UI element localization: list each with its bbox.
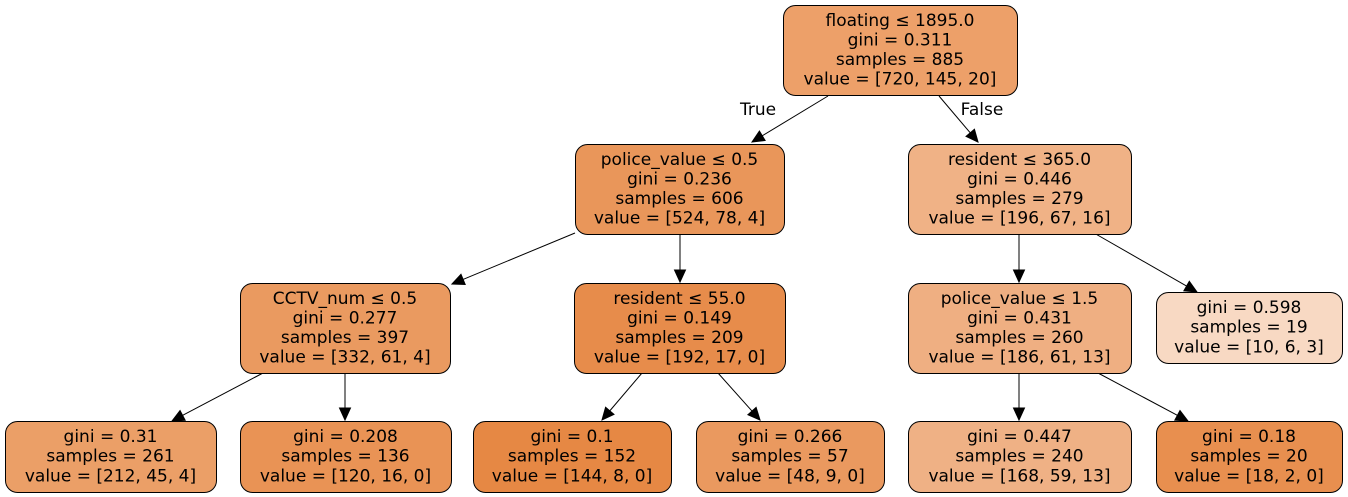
arrowhead xyxy=(450,273,466,286)
node-line: samples = 397 xyxy=(281,328,409,348)
node-line: samples = 152 xyxy=(508,447,636,467)
node-line: value = [18, 2, 0] xyxy=(1174,466,1324,486)
edge-label-true: True xyxy=(739,100,776,120)
tree-edge xyxy=(717,372,754,413)
node-line: samples = 240 xyxy=(955,447,1083,467)
arrowhead xyxy=(1174,409,1190,422)
tree-edge xyxy=(1097,372,1179,417)
node-box xyxy=(473,421,672,493)
arrowhead xyxy=(1012,407,1026,422)
node-line: gini = 0.598 xyxy=(1197,298,1302,318)
arrowhead xyxy=(601,406,615,421)
node-box xyxy=(908,144,1132,235)
node-line: value = [332, 61, 4] xyxy=(259,348,430,368)
node-line: value = [212, 45, 4] xyxy=(25,466,196,486)
node-box xyxy=(574,283,786,374)
node-box xyxy=(783,5,1018,96)
tree-edge xyxy=(181,372,264,417)
node-line: samples = 209 xyxy=(615,328,743,348)
node-line: gini = 0.18 xyxy=(1202,427,1296,447)
node-box xyxy=(240,283,451,374)
node-line: value = [720, 145, 20] xyxy=(804,70,997,90)
arrowhead xyxy=(746,406,761,421)
node-box xyxy=(1156,292,1343,364)
node-line: samples = 885 xyxy=(836,50,964,70)
node-line: samples = 606 xyxy=(615,189,743,209)
node-line: samples = 261 xyxy=(46,447,174,467)
node-line: value = [144, 8, 0] xyxy=(492,466,652,486)
node-box xyxy=(1156,421,1343,493)
node-line: value = [192, 17, 0] xyxy=(594,348,765,368)
node-line: samples = 20 xyxy=(1190,447,1307,467)
tree-edge xyxy=(761,95,829,137)
node-line: resident ≤ 55.0 xyxy=(613,289,745,309)
node-line: gini = 0.236 xyxy=(627,169,732,189)
node-line: gini = 0.208 xyxy=(293,427,398,447)
arrowhead xyxy=(170,409,186,422)
node-box xyxy=(575,144,785,235)
edges-layer: True False xyxy=(170,95,1199,422)
arrowhead xyxy=(1183,280,1199,293)
tree-edge xyxy=(1093,232,1188,287)
node-line: police_value ≤ 1.5 xyxy=(941,289,1098,309)
node-line: gini = 0.446 xyxy=(967,169,1072,189)
node-line: samples = 19 xyxy=(1190,318,1307,338)
edge-label-false: False xyxy=(961,100,1004,120)
node-line: gini = 0.431 xyxy=(967,308,1072,328)
node-line: value = [48, 9, 0] xyxy=(715,466,865,486)
node-box xyxy=(5,421,217,493)
node-line: gini = 0.311 xyxy=(848,30,953,50)
node-line: police_value ≤ 0.5 xyxy=(601,150,758,170)
arrowhead xyxy=(673,269,687,284)
node-line: gini = 0.31 xyxy=(64,427,158,447)
node-box xyxy=(908,421,1132,493)
node-line: gini = 0.277 xyxy=(293,308,398,328)
node-line: samples = 136 xyxy=(281,447,409,467)
node-line: value = [10, 6, 3] xyxy=(1174,337,1324,357)
node-box xyxy=(908,283,1132,374)
node-line: gini = 0.1 xyxy=(530,427,613,447)
node-line: value = [196, 67, 16] xyxy=(928,209,1110,229)
node-line: gini = 0.266 xyxy=(738,427,843,447)
arrowhead xyxy=(1012,269,1026,284)
tree-edge xyxy=(608,372,643,412)
node-line: value = [120, 16, 0] xyxy=(260,466,431,486)
node-line: gini = 0.149 xyxy=(627,308,732,328)
node-line: floating ≤ 1895.0 xyxy=(825,11,974,31)
node-line: value = [168, 59, 13] xyxy=(928,466,1110,486)
node-box xyxy=(696,421,885,493)
node-line: resident ≤ 365.0 xyxy=(948,150,1091,170)
tree-edge xyxy=(938,95,972,134)
node-line: value = [186, 61, 13] xyxy=(928,348,1110,368)
tree-edge xyxy=(461,232,576,281)
node-box xyxy=(240,421,452,493)
node-line: CCTV_num ≤ 0.5 xyxy=(273,289,417,309)
node-line: value = [524, 78, 4] xyxy=(594,209,765,229)
arrowhead xyxy=(965,128,979,143)
arrowhead xyxy=(750,130,766,143)
node-line: samples = 260 xyxy=(955,328,1083,348)
node-line: gini = 0.447 xyxy=(967,427,1072,447)
arrowhead xyxy=(338,407,352,422)
node-line: samples = 57 xyxy=(731,447,848,467)
node-line: samples = 279 xyxy=(955,189,1083,209)
